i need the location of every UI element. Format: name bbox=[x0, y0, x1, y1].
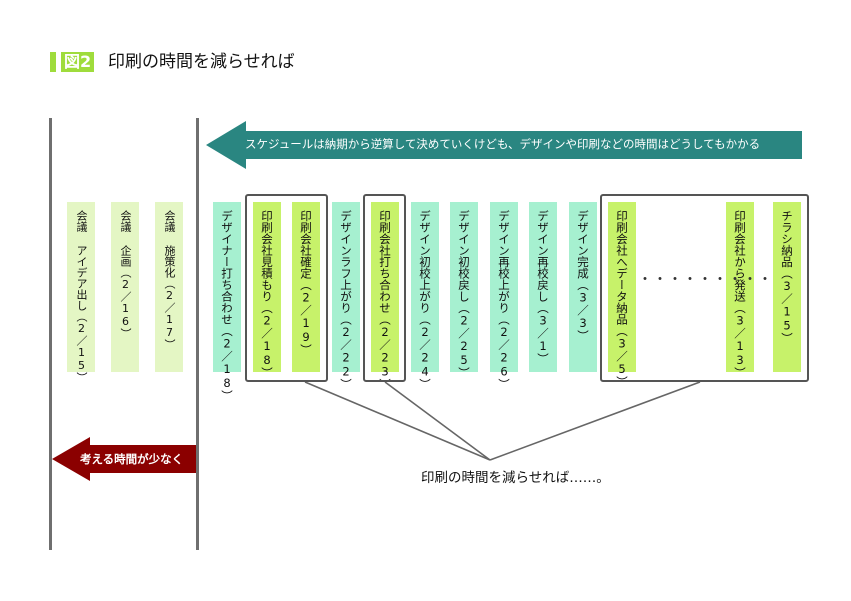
step-design-rough: デザインラフ上がり（2／22） bbox=[332, 202, 360, 390]
step-data-delivery: 印刷会社へデータ納品（3／5） bbox=[608, 202, 636, 388]
step-label: 印刷会社へデータ納品（3／5） bbox=[615, 210, 629, 388]
step-label: デザイン初校上がり（2／24） bbox=[418, 210, 432, 390]
step-meeting-plan: 会議 企画（2／16） bbox=[111, 202, 139, 372]
left-divider-line bbox=[49, 118, 52, 550]
bottom-caption: 印刷の時間を減らせれば……。 bbox=[421, 470, 610, 486]
step-label: 印刷会社から発送（3／13） bbox=[733, 210, 747, 379]
step-first-proof-return: デザイン初校戻し（2／25） bbox=[450, 202, 478, 379]
schedule-arrow-label: スケジュールは納期から逆算して決めていくけども、デザインや印刷などの時間はどうし… bbox=[245, 137, 761, 151]
step-print-estimate: 印刷会社見積もり（2／18） bbox=[253, 202, 281, 379]
step-label: デザイン完成（3／3） bbox=[576, 210, 590, 342]
step-design-complete: デザイン完成（3／3） bbox=[569, 202, 597, 372]
connector-line-2 bbox=[384, 381, 491, 461]
step-label: 会議 アイデア出し（2／15） bbox=[75, 210, 88, 383]
step-label: デザインラフ上がり（2／22） bbox=[339, 210, 353, 390]
connector-line-3 bbox=[489, 381, 701, 461]
step-label: デザイナー打ち合わせ（2／18） bbox=[220, 210, 234, 402]
less-time-arrow-label: 考える時間が少なく bbox=[80, 452, 184, 466]
less-time-arrow-shape bbox=[52, 437, 196, 481]
figure-badge: 図2 bbox=[61, 52, 95, 72]
step-second-proof-up: デザイン再校上がり（2／26） bbox=[490, 202, 518, 390]
step-label: デザイン再校戻し（3／1） bbox=[536, 210, 550, 365]
page-title: 印刷の時間を減らせれば bbox=[108, 52, 295, 72]
title-accent-bar bbox=[50, 52, 56, 72]
schedule-arrow bbox=[206, 121, 802, 169]
step-print-meeting: 印刷会社打ち合わせ（2／23） bbox=[371, 202, 399, 390]
step-meeting-measures: 会議 施策化（2／17） bbox=[155, 202, 183, 372]
printing-group-box-2 bbox=[363, 194, 406, 382]
step-label: 会議 施策化（2／17） bbox=[163, 210, 176, 350]
middle-divider-line bbox=[196, 118, 199, 550]
schedule-arrow-shape bbox=[206, 121, 802, 169]
step-label: 印刷会社確定（2／19） bbox=[299, 210, 313, 356]
step-label: チラシ納品（3／15） bbox=[780, 210, 794, 344]
step-flyer-delivery: チラシ納品（3／15） bbox=[773, 202, 801, 372]
printing-group-box-1 bbox=[245, 194, 328, 382]
step-label: 印刷会社見積もり（2／18） bbox=[260, 210, 274, 379]
step-label: デザイン再校上がり（2／26） bbox=[497, 210, 511, 390]
step-designer-meeting: デザイナー打ち合わせ（2／18） bbox=[213, 202, 241, 402]
step-print-decide: 印刷会社確定（2／19） bbox=[292, 202, 320, 372]
step-meeting-idea: 会議 アイデア出し（2／15） bbox=[67, 202, 95, 383]
step-second-proof-return: デザイン再校戻し（3／1） bbox=[529, 202, 557, 372]
step-print-shipping: 印刷会社から発送（3／13） bbox=[726, 202, 754, 379]
less-time-arrow bbox=[52, 437, 196, 481]
connector-line-1 bbox=[304, 381, 491, 461]
printing-group-box-3 bbox=[600, 194, 809, 382]
step-label: デザイン初校戻し（2／25） bbox=[457, 210, 471, 379]
step-label: 会議 企画（2／16） bbox=[119, 210, 132, 339]
step-first-proof-up: デザイン初校上がり（2／24） bbox=[411, 202, 439, 390]
step-label: 印刷会社打ち合わせ（2／23） bbox=[378, 210, 392, 390]
